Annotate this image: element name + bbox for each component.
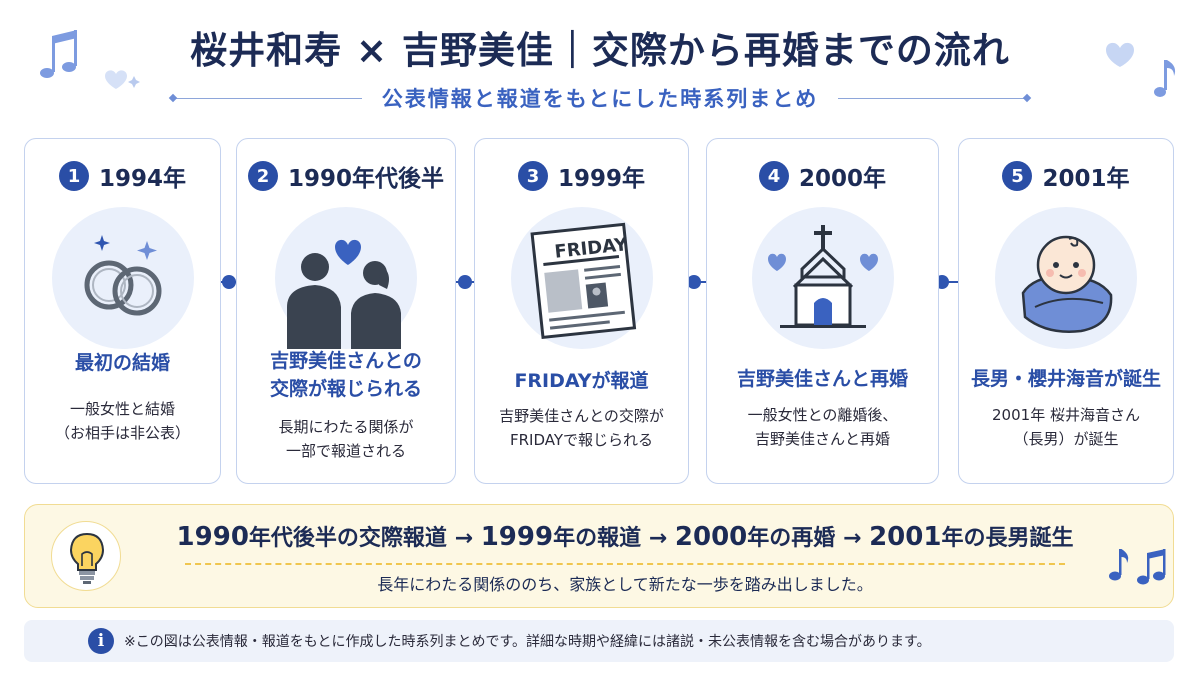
step-desc-line: 一般女性との離婚後、 bbox=[747, 406, 898, 424]
step-desc-line: （お相手は非公表） bbox=[54, 424, 190, 442]
summary-arrow: → bbox=[454, 526, 474, 551]
timeline-card-3: 3 1999年 FRIDAY FRIDAYが報道 吉野美佳さんとの交際が FRI… bbox=[474, 138, 689, 484]
step-period: 1999年 bbox=[557, 166, 645, 192]
step-title: FRIDAYが報道 bbox=[475, 367, 688, 395]
step-number-badge: 3 bbox=[517, 161, 548, 191]
card-header: 5 2001年 bbox=[959, 159, 1173, 193]
step-title: 長男・櫻井海音が誕生 bbox=[959, 365, 1173, 393]
summary-arrow: → bbox=[842, 526, 862, 551]
step-title-line: FRIDAYが報道 bbox=[514, 370, 649, 392]
step-period: 2001年 bbox=[1042, 166, 1130, 192]
timeline-card-5: 5 2001年 長男・櫻井海音が誕生 2001年 桜井海音さん （長男）が誕生 bbox=[958, 138, 1174, 484]
music-note-heart-deco-left bbox=[40, 30, 140, 89]
info-icon: i bbox=[88, 628, 114, 654]
music-note-icon bbox=[1154, 60, 1176, 97]
step-number-badge: 4 bbox=[758, 161, 789, 191]
music-note-icon bbox=[1109, 549, 1166, 585]
couple-heart-icon bbox=[275, 207, 417, 349]
card-header: 3 1999年 bbox=[475, 159, 688, 193]
disclaimer-text: ※この図は公表情報・報道をもとに作成した時系列まとめです。詳細な時期や経緯には諸… bbox=[124, 634, 931, 650]
page-title: 桜井和寿 × 吉野美佳｜交際から再婚までの流れ bbox=[190, 29, 1010, 72]
step-title-line: 最初の結婚 bbox=[74, 352, 170, 374]
step-title: 吉野美佳さんと再婚 bbox=[707, 365, 938, 393]
summary-arrow: → bbox=[648, 526, 668, 551]
step-period: 1994年 bbox=[98, 166, 186, 192]
step-desc-line: 一部で報道される bbox=[285, 442, 406, 460]
music-note-icon bbox=[40, 30, 77, 78]
summary-headline: 1990年代後半の交際報道 → 1999年の報道 → 2000年の再婚 → 20… bbox=[135, 520, 1115, 552]
step-period: 2000年 bbox=[798, 166, 886, 192]
step-desc-line: 吉野美佳さんと再婚 bbox=[754, 430, 890, 448]
summary-year: 2000 bbox=[674, 522, 748, 552]
step-description: 長期にわたる関係が 一部で報道される bbox=[237, 415, 455, 463]
subtitle-row: 公表情報と報道をもとにした時系列まとめ bbox=[170, 84, 1030, 112]
step-title-line: 長男・櫻井海音が誕生 bbox=[970, 368, 1161, 390]
timeline-dot bbox=[222, 275, 236, 289]
step-title-line: 吉野美佳さんとの bbox=[270, 350, 422, 372]
step-title-line: 吉野美佳さんと再婚 bbox=[736, 368, 908, 390]
timeline-dot bbox=[687, 275, 701, 289]
step-desc-line: 長期にわたる関係が bbox=[278, 418, 414, 436]
card-header: 4 2000年 bbox=[707, 159, 938, 193]
summary-year: 1999 bbox=[480, 522, 554, 552]
newspaper-icon: FRIDAY bbox=[510, 207, 653, 349]
summary-divider bbox=[185, 563, 1065, 565]
step-description: 一般女性との離婚後、 吉野美佳さんと再婚 bbox=[707, 403, 938, 451]
heart-icon bbox=[105, 70, 127, 89]
step-number-badge: 1 bbox=[58, 161, 89, 191]
step-number-badge: 2 bbox=[247, 161, 278, 191]
summary-text: 年の報道 bbox=[553, 526, 642, 551]
timeline-card-1: 1 1994年 最初の結婚 一般女性と結婚 （お相手は非公表） bbox=[24, 138, 221, 484]
heart-icon bbox=[1106, 42, 1134, 67]
summary-text: 年の再婚 bbox=[747, 526, 836, 551]
timeline-dot bbox=[458, 275, 472, 289]
wedding-rings-icon bbox=[51, 207, 194, 349]
summary-year: 2001 bbox=[869, 522, 942, 552]
lightbulb-icon bbox=[51, 521, 121, 591]
step-title: 吉野美佳さんとの 交際が報じられる bbox=[237, 347, 455, 403]
summary-subtext: 長年にわたる関係ののち、家族として新たな一歩を踏み出しました。 bbox=[377, 575, 873, 594]
card-header: 2 1990年代後半 bbox=[237, 159, 455, 193]
subtitle-divider-right bbox=[838, 97, 1030, 99]
subtitle-divider-left bbox=[170, 97, 362, 99]
step-desc-line: 2001年 桜井海音さん bbox=[992, 406, 1140, 424]
step-desc-line: 一般女性と結婚 bbox=[69, 400, 175, 418]
step-desc-line: （長男）が誕生 bbox=[1013, 430, 1119, 448]
page-subtitle: 公表情報と報道をもとにした時系列まとめ bbox=[381, 87, 819, 111]
summary-text: 年の長男誕生 bbox=[941, 526, 1074, 551]
step-number-badge: 5 bbox=[1002, 161, 1033, 191]
card-header: 1 1994年 bbox=[25, 159, 220, 193]
music-note-heart-deco-right bbox=[1106, 42, 1176, 97]
timeline-card-2: 2 1990年代後半 吉野美佳さんとの 交際が報じられる 長期にわたる関係が 一… bbox=[236, 138, 456, 484]
timeline-card-4: 4 2000年 吉野美佳さんと再婚 一般女性との離婚後、 吉野美佳さんと再婚 bbox=[706, 138, 939, 484]
step-title-line: 交際が報じられる bbox=[269, 378, 422, 400]
summary-year: 1990 bbox=[176, 522, 249, 552]
summary-box: 1990年代後半の交際報道 → 1999年の報道 → 2000年の再婚 → 20… bbox=[24, 504, 1174, 608]
step-description: 2001年 桜井海音さん （長男）が誕生 bbox=[959, 403, 1173, 451]
baby-icon bbox=[995, 207, 1137, 349]
step-period: 1990年代後半 bbox=[287, 166, 444, 192]
step-description: 一般女性と結婚 （お相手は非公表） bbox=[25, 397, 220, 445]
summary-text: 年代後半の交際報道 bbox=[248, 526, 447, 551]
chapel-icon bbox=[751, 207, 894, 349]
step-desc-line: 吉野美佳さんとの交際が bbox=[499, 407, 664, 425]
step-title: 最初の結婚 bbox=[25, 349, 220, 377]
step-desc-line: FRIDAYで報じられる bbox=[509, 431, 654, 449]
disclaimer-bar: i ※この図は公表情報・報道をもとに作成した時系列まとめです。詳細な時期や経緯に… bbox=[24, 620, 1174, 662]
step-description: 吉野美佳さんとの交際が FRIDAYで報じられる bbox=[475, 404, 688, 452]
